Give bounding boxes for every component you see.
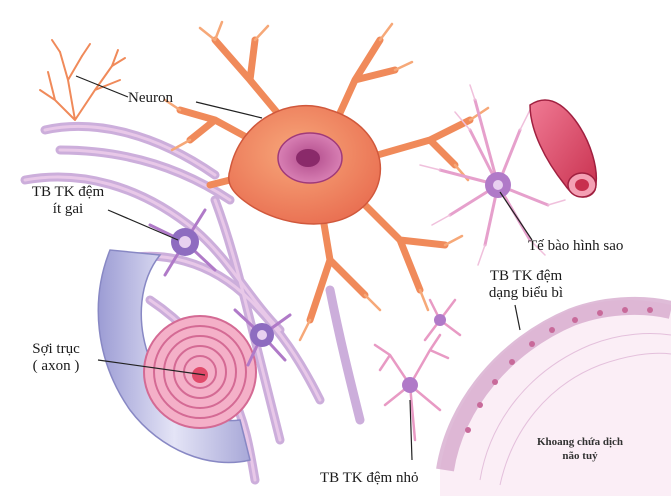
leader-line-ependymal — [515, 305, 520, 330]
label-ependymal: TB TK đệm dạng biểu bì — [470, 268, 582, 302]
leader-line-astrocyte — [500, 192, 532, 240]
axon-cross-section — [144, 316, 256, 428]
dendrite-tree-upper-left — [40, 40, 125, 120]
label-ventricle-line2: não tuỷ — [520, 449, 640, 463]
label-ventricle: Khoang chứa dịch não tuỷ — [520, 435, 640, 463]
label-oligodendrocyte-line2: ít gai — [12, 201, 124, 218]
blood-vessel — [530, 100, 596, 197]
label-axon-line1: Sợi trục — [14, 341, 98, 358]
label-ependymal-line2: dạng biểu bì — [470, 285, 582, 302]
label-oligodendrocyte: TB TK đệm ít gai — [12, 184, 124, 218]
label-ventricle-line1: Khoang chứa dịch — [520, 435, 640, 449]
label-ependymal-line1: TB TK đệm — [470, 268, 582, 285]
microglia-cell — [375, 300, 460, 440]
label-astrocyte: Tế bào hình sao — [528, 238, 623, 255]
label-neuron: Neuron — [128, 90, 173, 107]
label-oligodendrocyte-line1: TB TK đệm — [12, 184, 124, 201]
ependymal-lining — [440, 300, 671, 496]
label-axon: Sợi trục ( axon ) — [14, 341, 98, 375]
label-axon-line2: ( axon ) — [14, 358, 98, 375]
label-microglia: TB TK đệm nhỏ — [320, 470, 418, 487]
